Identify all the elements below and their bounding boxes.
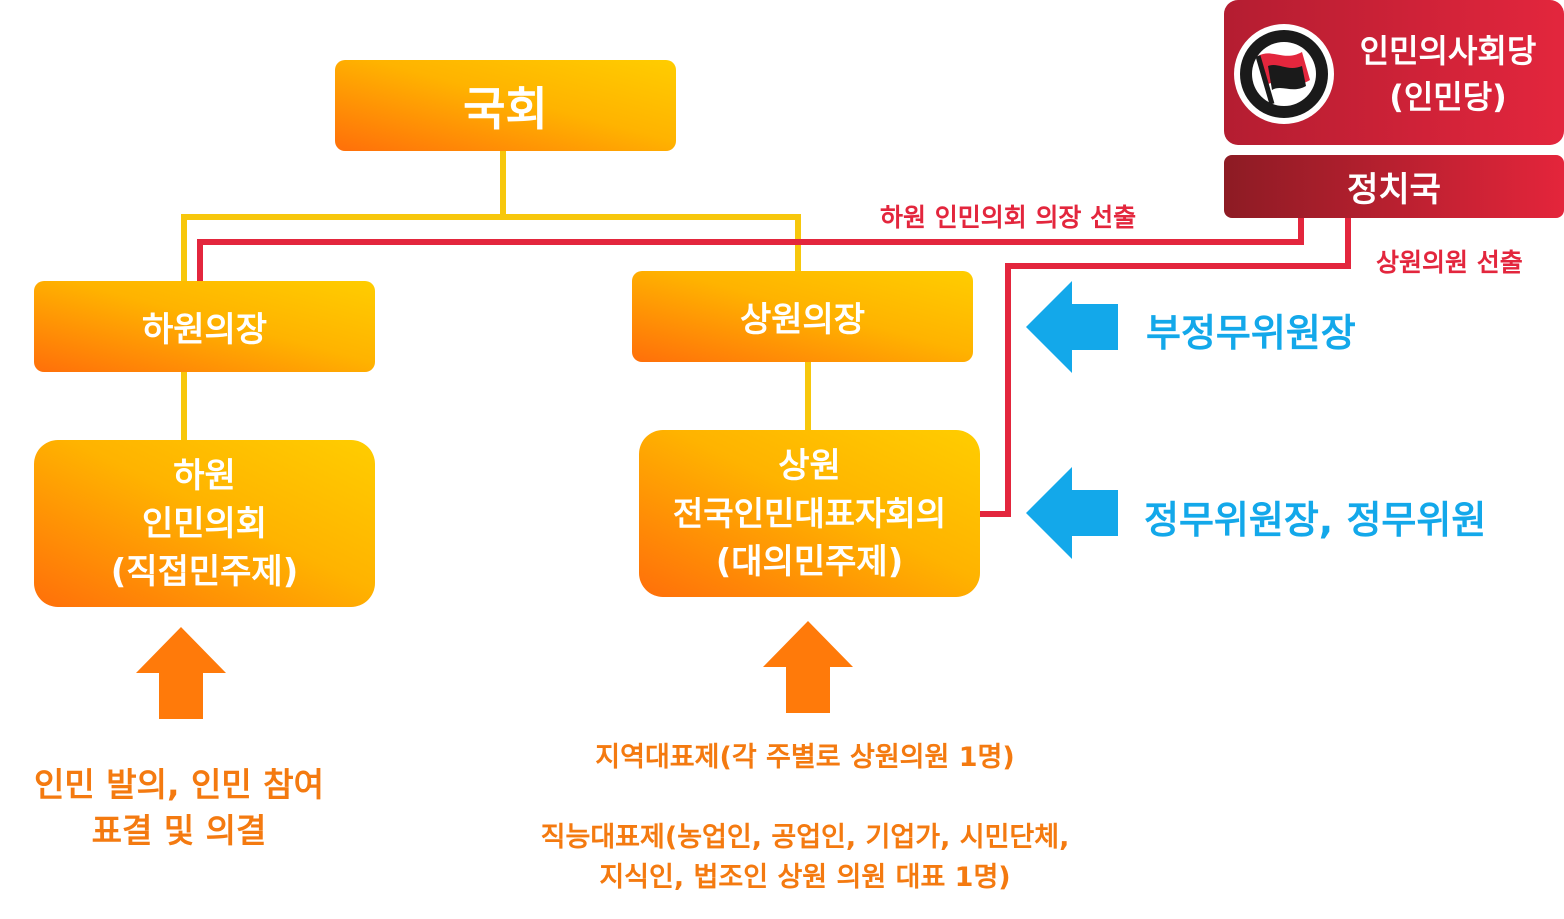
deputy-chair-label: 부정무위원장 xyxy=(1146,311,1356,355)
upper-house-input-text: 지역대표제(각 주별로 상원의원 1명) 직능대표제(농업인, 공업인, 기업가… xyxy=(480,738,1130,898)
lower-input-line2: 표결 및 의결 xyxy=(91,811,267,850)
upper-house-line2: 전국인민대표자회의 xyxy=(672,493,947,533)
politburo-label: 정치국 xyxy=(1347,170,1441,210)
lower-house-box: 하원 인민의회 (직접민주제) xyxy=(34,440,375,607)
up-arrow-icon xyxy=(763,621,853,713)
upper-input-line3: 지식인, 법조인 상원 의원 대표 1명) xyxy=(599,862,1011,893)
lower-house-line2: 인민의회 xyxy=(141,503,268,544)
up-arrow-icon xyxy=(136,627,226,719)
lower-house-input-text: 인민 발의, 인민 참여 표결 및 의결 xyxy=(0,762,358,854)
lower-speaker-label: 하원의장 xyxy=(141,310,268,350)
lower-house-line1: 하원 xyxy=(173,455,236,496)
lower-house-line3: (직접민주제) xyxy=(110,551,299,592)
left-arrow-icon xyxy=(1026,467,1118,559)
assembly-label: 국회 xyxy=(463,81,548,136)
assembly-box: 국회 xyxy=(335,60,676,151)
upper-house-box: 상원 전국인민대표자회의 (대의민주제) xyxy=(639,430,980,597)
party-short-name: (인민당) xyxy=(1389,78,1507,116)
left-arrow-icon xyxy=(1026,281,1118,373)
upper-house-line1: 상원 xyxy=(778,445,841,486)
lower-speaker-box: 하원의장 xyxy=(34,281,375,372)
antifa-flag-icon xyxy=(1234,24,1334,124)
chair-and-members-label: 정무위원장, 정무위원 xyxy=(1144,498,1487,542)
upper-house-line3: (대의민주제) xyxy=(715,541,904,582)
upper-speaker-label: 상원의장 xyxy=(739,300,866,340)
party-box: 인민의사회당 (인민당) xyxy=(1224,0,1564,145)
upper-speaker-box: 상원의장 xyxy=(632,271,973,362)
senator-election-label: 상원의원 선출 xyxy=(1376,248,1523,277)
red-connectors xyxy=(197,218,1351,517)
lower-speaker-election-label: 하원 인민의회 의장 선출 xyxy=(880,203,1137,232)
upper-input-line1: 지역대표제(각 주별로 상원의원 1명) xyxy=(595,742,1015,773)
party-name: 인민의사회당 xyxy=(1359,32,1537,70)
politburo-box: 정치국 xyxy=(1224,155,1564,218)
upper-input-line2: 직능대표제(농업인, 공업인, 기업가, 시민단체, xyxy=(540,822,1070,853)
lower-input-line1: 인민 발의, 인민 참여 xyxy=(34,765,324,804)
